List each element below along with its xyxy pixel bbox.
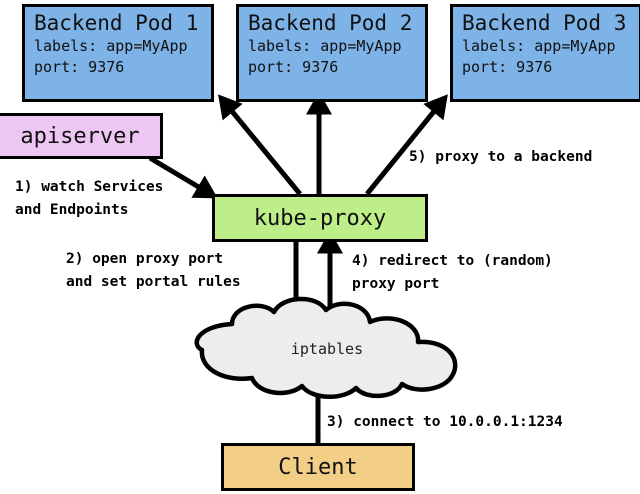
step-2-label-line1: 2) open proxy port — [66, 251, 224, 267]
step-5-label: 5) proxy to a backend — [409, 149, 593, 165]
backend-pod-1-box[interactable]: Backend Pod 1 labels: app=MyApp port: 93… — [22, 4, 214, 102]
backend-pod-2-title: Backend Pod 2 — [248, 11, 413, 35]
backend-pod-3-title: Backend Pod 3 — [462, 11, 627, 35]
step-3-label: 3) connect to 10.0.0.1:1234 — [327, 414, 563, 430]
backend-pod-2-port: port: 9376 — [248, 58, 339, 76]
backend-pod-3-port: port: 9376 — [462, 58, 553, 76]
backend-pod-1-port: port: 9376 — [34, 58, 125, 76]
client-label: Client — [278, 454, 358, 480]
arrow-kubeproxy-to-pod3 — [365, 94, 448, 196]
backend-pod-1-title: Backend Pod 1 — [34, 11, 199, 35]
apiserver-box[interactable]: apiserver — [0, 113, 163, 159]
backend-pod-2-labels: labels: app=MyApp — [248, 37, 402, 55]
backend-pod-3-box[interactable]: Backend Pod 3 labels: app=MyApp port: 93… — [450, 4, 640, 102]
backend-pod-2-box[interactable]: Backend Pod 2 labels: app=MyApp port: 93… — [236, 4, 428, 102]
iptables-cloud — [194, 296, 458, 399]
step-1-label-line2: and Endpoints — [15, 202, 129, 218]
kube-proxy-label: kube-proxy — [253, 205, 387, 231]
apiserver-label: apiserver — [20, 123, 140, 149]
backend-pod-3-labels: labels: app=MyApp — [462, 37, 616, 55]
kube-proxy-box[interactable]: kube-proxy — [212, 194, 428, 242]
iptables-label: iptables — [290, 340, 364, 358]
step-4-label-line2: proxy port — [352, 276, 440, 292]
step-2-label-line2: and set portal rules — [66, 274, 241, 290]
client-box[interactable]: Client — [221, 443, 415, 491]
arrow-kubeproxy-to-pod1 — [218, 94, 302, 196]
backend-pod-1-labels: labels: app=MyApp — [34, 37, 188, 55]
arrow-apiserver-to-kubeproxy — [148, 155, 218, 199]
step-4-label-line1: 4) redirect to (random) — [352, 253, 553, 269]
step-1-label-line1: 1) watch Services — [15, 179, 164, 195]
